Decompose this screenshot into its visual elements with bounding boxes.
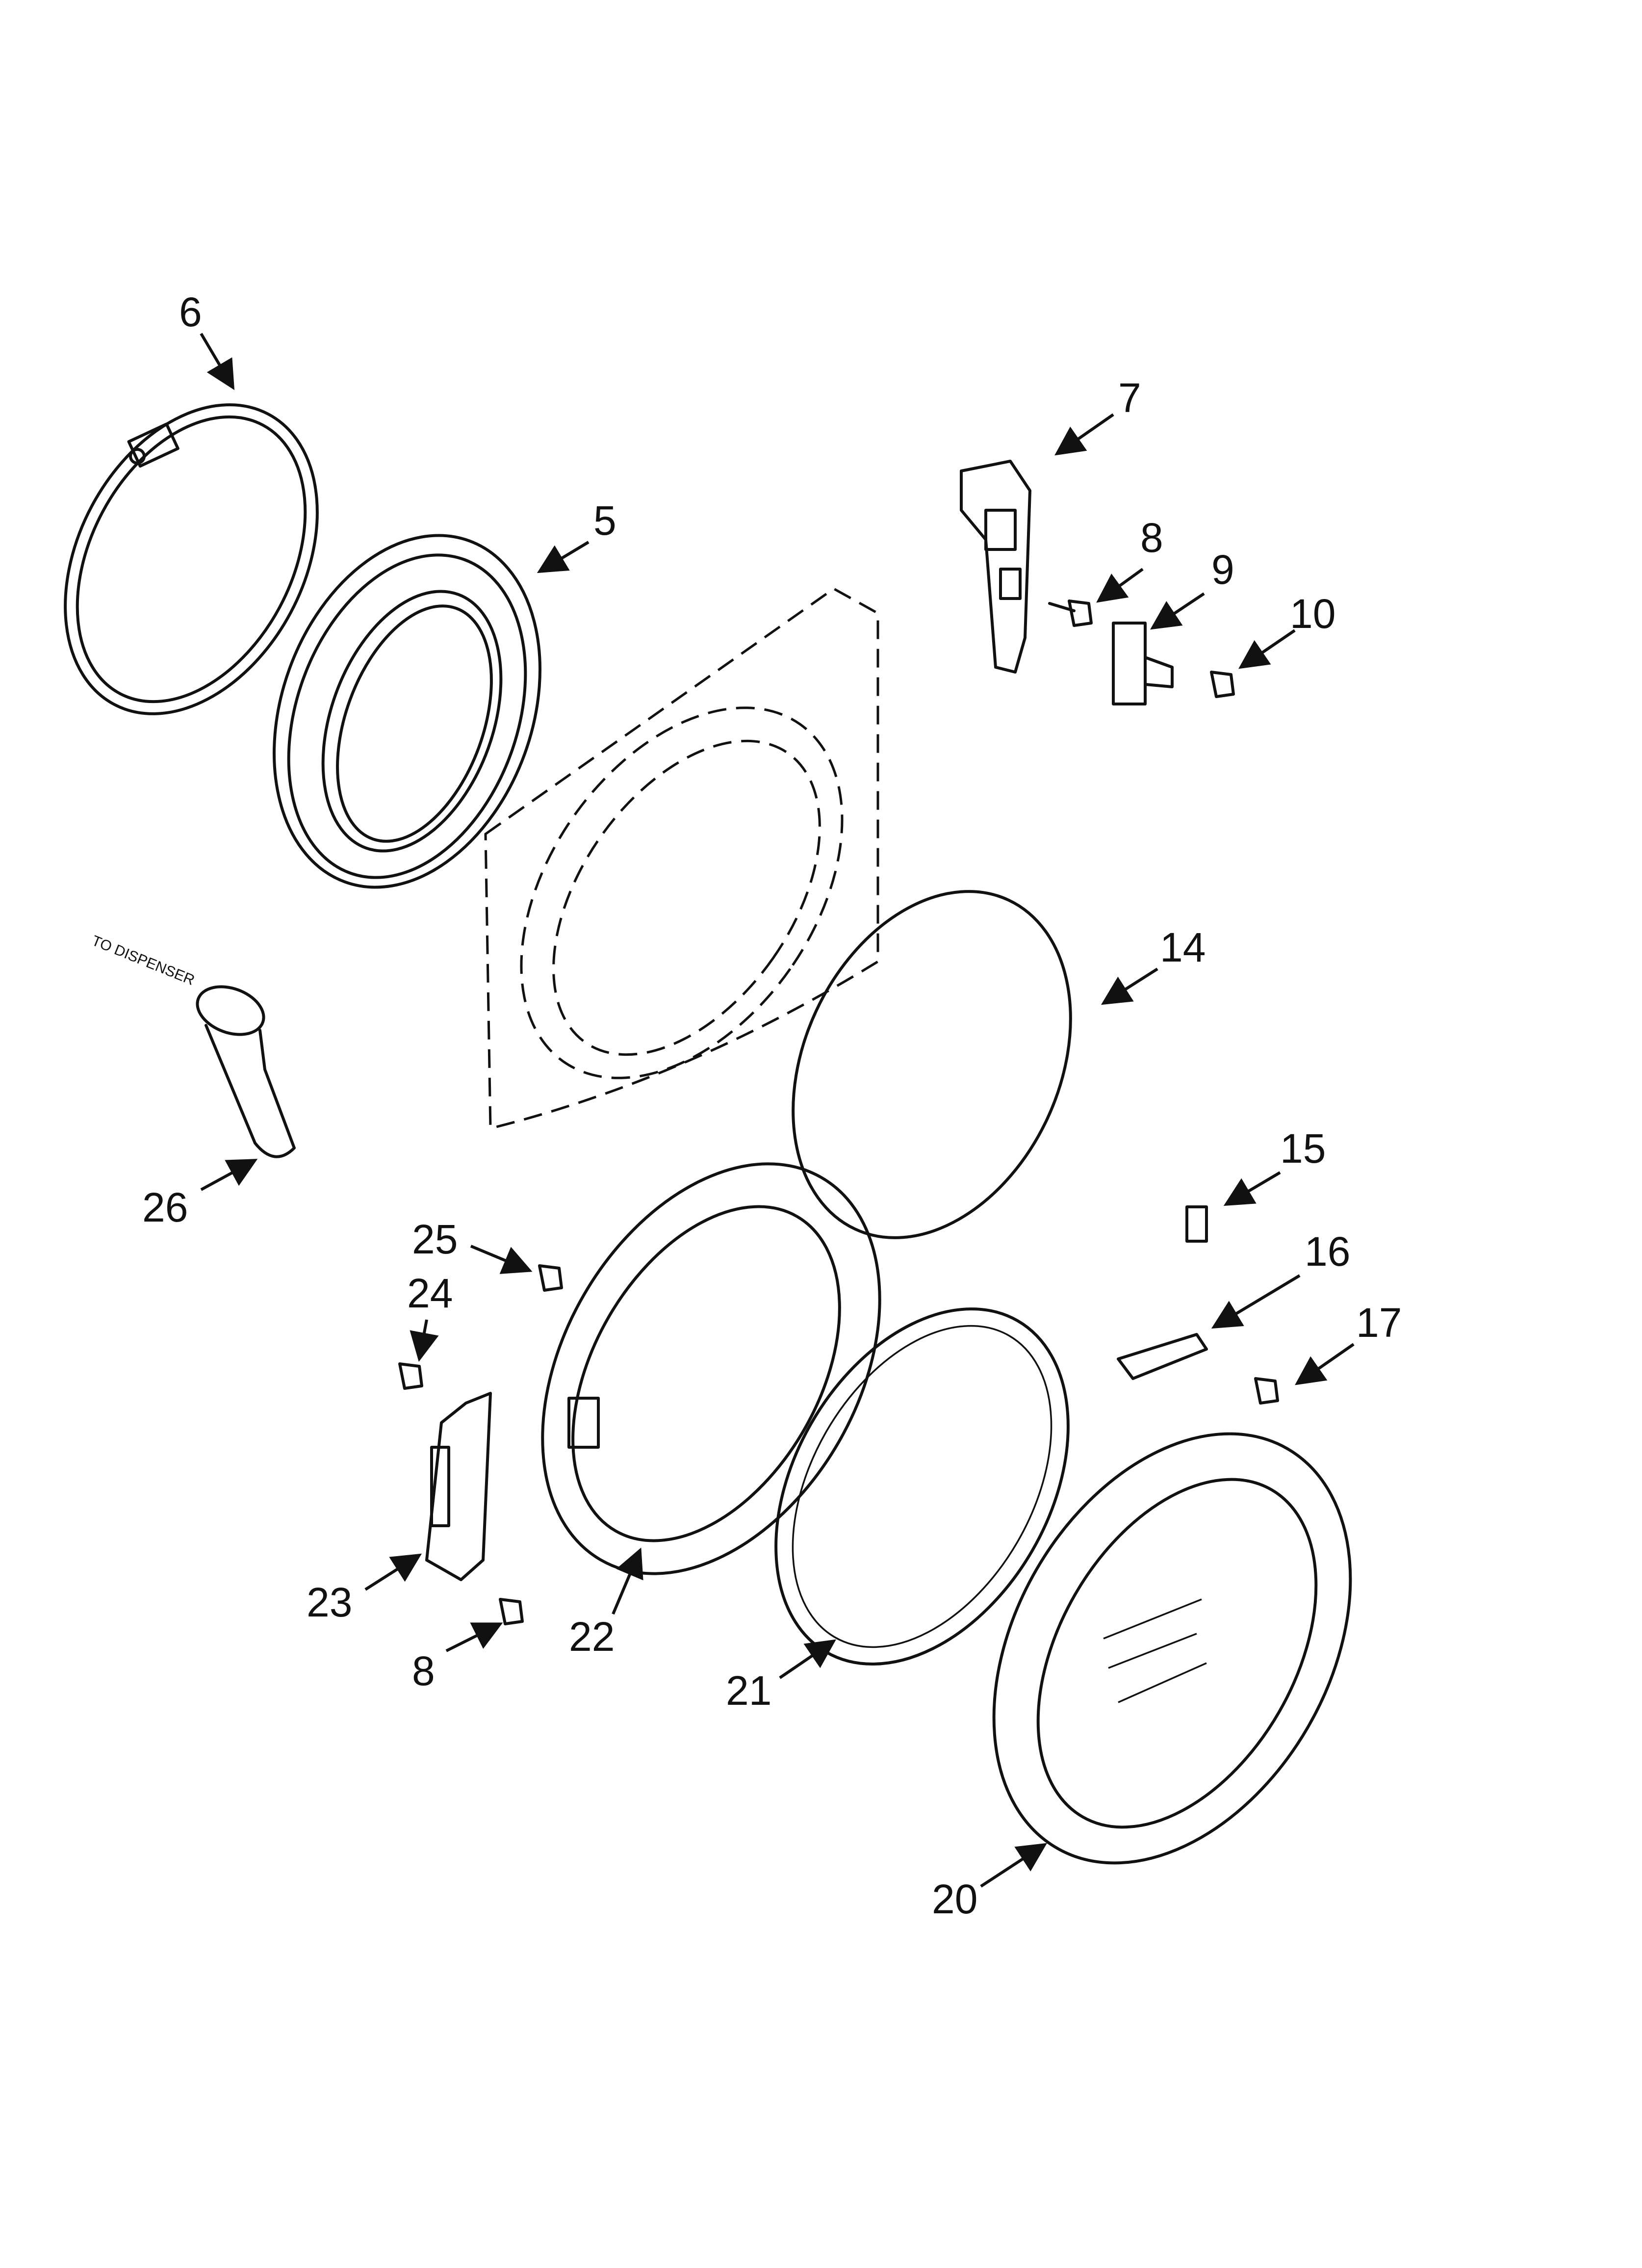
callout-24: 24: [407, 1270, 453, 1316]
to-dispenser-label: TO DISPENSER: [89, 933, 197, 989]
door-lock-part-7: [960, 460, 1031, 674]
clamp-band-part-6: [64, 403, 319, 715]
boot-part-5: [273, 534, 541, 889]
bracket-part-16: [1117, 1333, 1208, 1380]
callout-10: 10: [1290, 591, 1335, 637]
callout-22: 22: [569, 1614, 615, 1660]
callout-20: 20: [932, 1876, 977, 1922]
leader-arrows: [200, 333, 1355, 1888]
screw-part-25: [538, 1264, 563, 1292]
screw-part-8-upper: [1048, 600, 1093, 627]
strike-part-9: [1112, 622, 1174, 705]
seal-ring-part-14: [792, 890, 1072, 1239]
hinge-part-23: [425, 1392, 492, 1581]
dispenser-hose-part-26: [196, 985, 296, 1158]
callout-8-upper: 8: [1140, 515, 1163, 561]
callout-23: 23: [307, 1579, 352, 1625]
callout-8-lower: 8: [412, 1648, 435, 1694]
callout-7: 7: [1118, 375, 1141, 421]
callout-25: 25: [412, 1216, 458, 1262]
callout-16: 16: [1305, 1228, 1350, 1275]
outer-door-part-20: [992, 1432, 1352, 1865]
callout-15: 15: [1280, 1125, 1326, 1172]
callout-5: 5: [593, 497, 616, 544]
front-panel-reference: [484, 587, 879, 1130]
screw-part-17: [1254, 1377, 1279, 1405]
callout-6: 6: [179, 289, 202, 335]
door-glass-part-21: [774, 1307, 1070, 1666]
callout-21: 21: [726, 1668, 771, 1714]
screw-part-10: [1210, 671, 1235, 698]
callout-14: 14: [1160, 924, 1206, 970]
clip-part-15: [1185, 1205, 1208, 1243]
screw-part-24: [398, 1362, 423, 1390]
callout-17: 17: [1356, 1300, 1402, 1346]
inner-door-frame-part-22: [541, 1162, 881, 1575]
screw-part-8-lower: [499, 1598, 524, 1625]
callout-26: 26: [142, 1184, 188, 1230]
callout-9: 9: [1211, 547, 1234, 593]
